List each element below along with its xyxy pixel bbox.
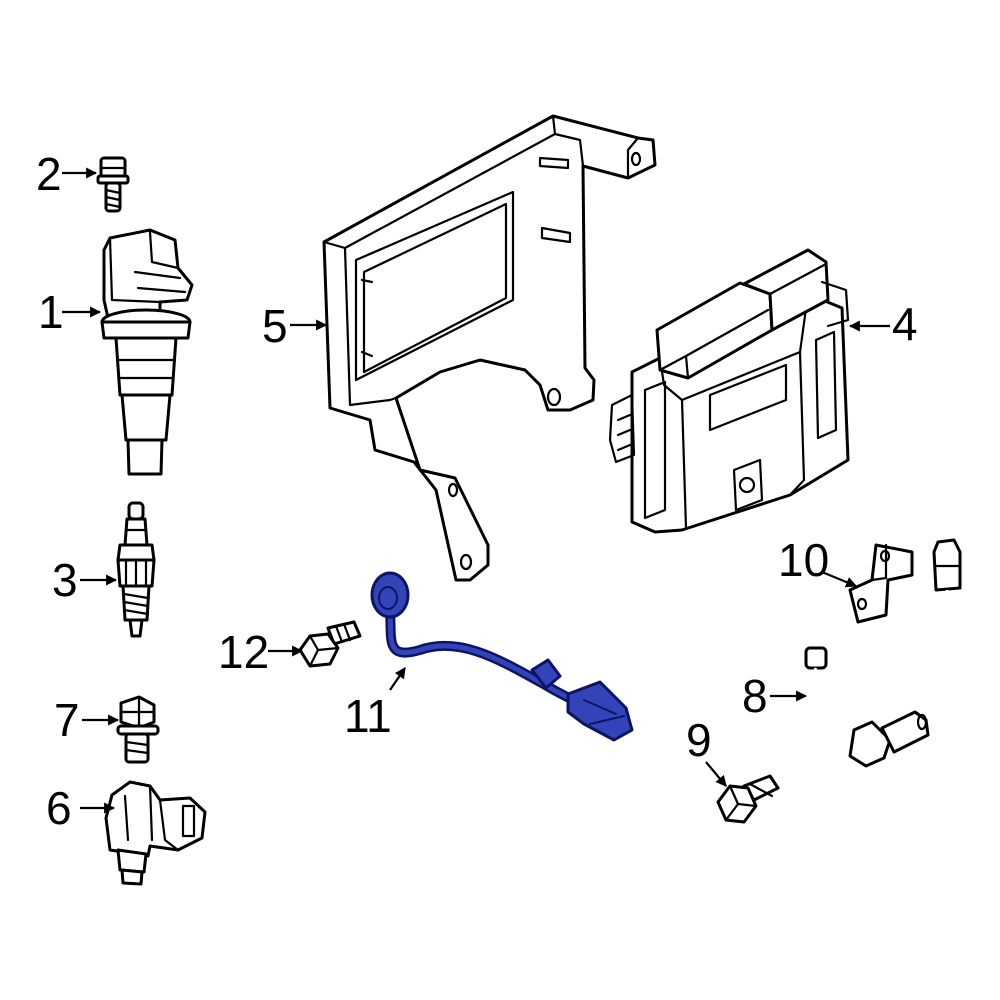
callout-7: 7 (54, 694, 80, 746)
part-12-bolt[interactable] (298, 620, 362, 668)
part-4-engine-control-unit[interactable] (608, 248, 850, 534)
callout-10: 10 (778, 534, 829, 586)
leader-10 (821, 570, 858, 588)
callout-9: 9 (686, 714, 712, 766)
callout-1: 1 (38, 286, 64, 338)
part-3-spark-plug[interactable] (116, 501, 156, 638)
part-2-bolt[interactable] (96, 156, 130, 213)
callout-2: 2 (36, 148, 62, 200)
leader-lines (62, 167, 890, 814)
leader-9 (705, 761, 727, 787)
part-9-bolt[interactable] (716, 774, 780, 824)
callout-12: 12 (218, 626, 269, 678)
leader-11 (389, 667, 406, 691)
callout-11: 11 (344, 690, 392, 742)
callout-6: 6 (46, 782, 72, 834)
part-11-knock-sensor[interactable] (370, 571, 634, 742)
part-7-bolt[interactable] (116, 695, 160, 764)
callout-4: 4 (892, 298, 918, 350)
part-5-mounting-bracket[interactable] (322, 114, 657, 582)
callout-5: 5 (262, 300, 288, 352)
part-10-bracket[interactable] (848, 543, 914, 624)
part-6-position-sensor[interactable] (104, 780, 207, 886)
callout-numbers: 1 2 3 4 5 6 7 8 9 10 11 12 (36, 148, 918, 834)
part-8-sensor-harness[interactable] (798, 538, 962, 775)
callout-8: 8 (742, 670, 768, 722)
part-1-ignition-coil[interactable] (100, 228, 194, 476)
callout-3: 3 (52, 554, 78, 606)
